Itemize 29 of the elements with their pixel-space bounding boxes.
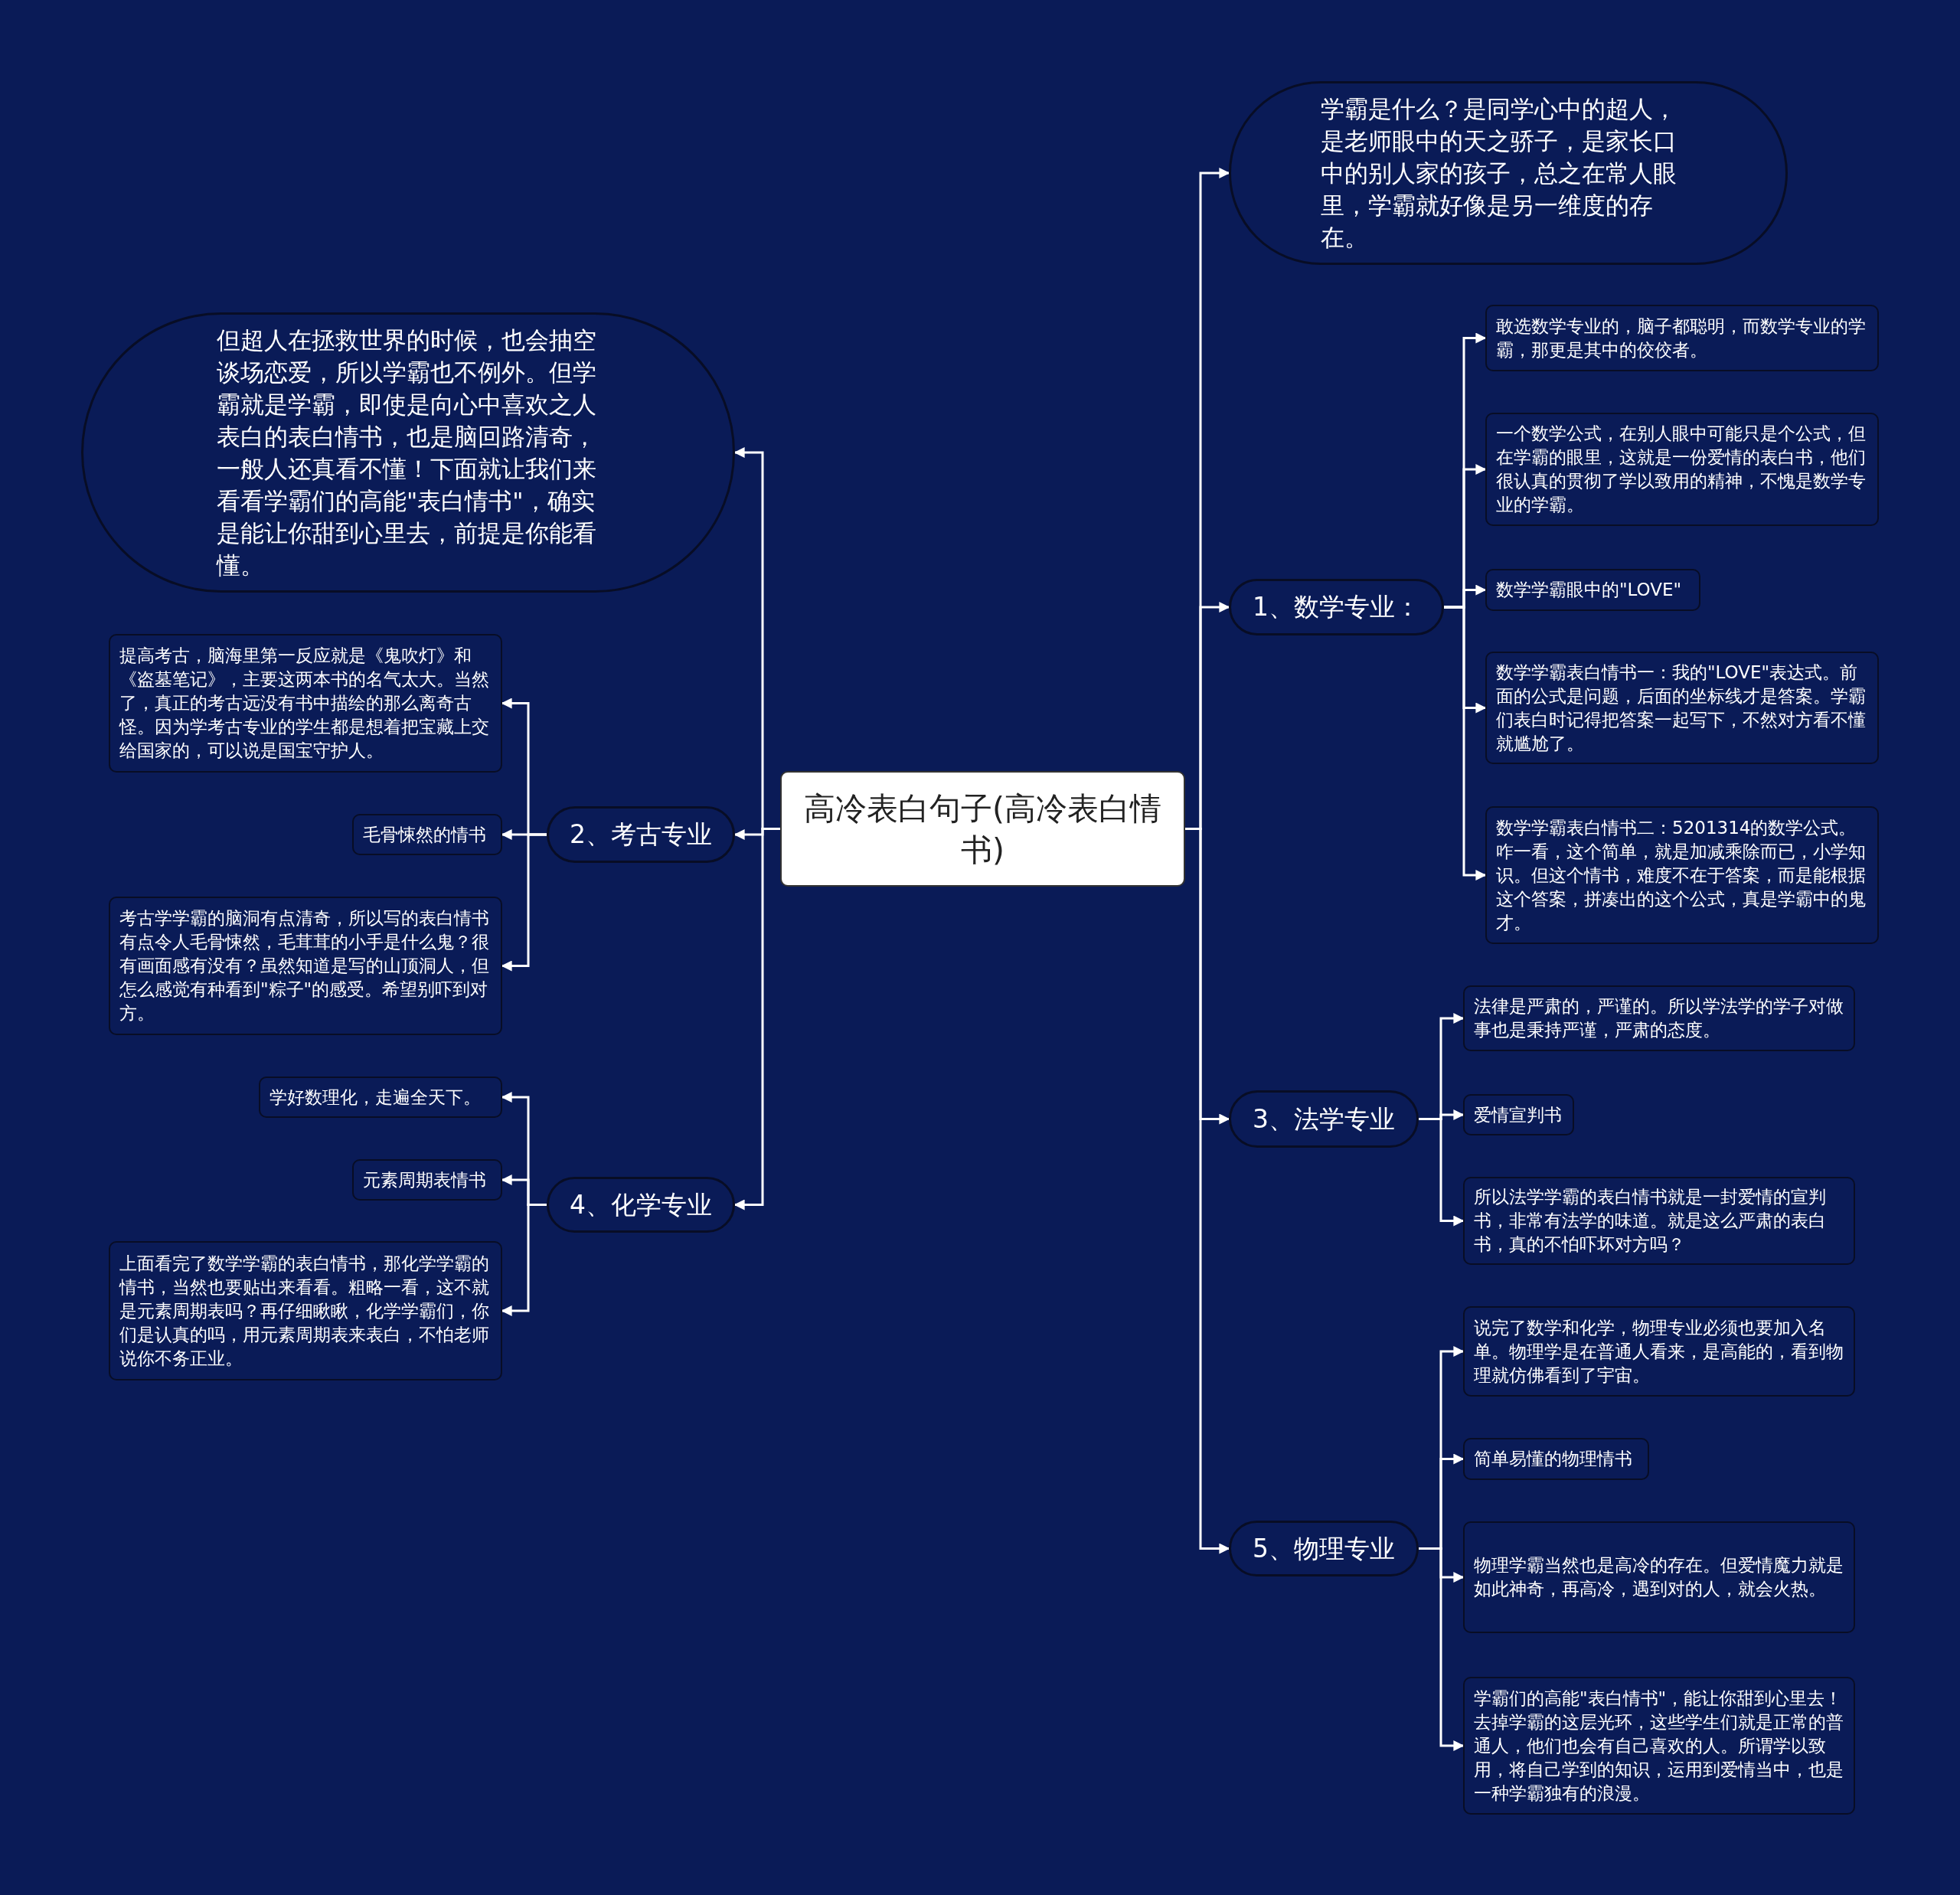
note-box: 考古学学霸的脑洞有点清奇，所以写的表白情书有点令人毛骨悚然，毛茸茸的小手是什么鬼？很有画面感有没有？虽然知道是写的山顶洞人，但怎么感觉有种看到"粽子"的感受。希望别吓到对方。 — [109, 897, 502, 1035]
connector-arrow — [501, 833, 547, 972]
note-box: 一个数学公式，在别人眼中可能只是个公式，但在学霸的眼里，这就是一份爱情的表白书，他们很认真的贯彻了学以致用的精神，不愧是数学专业的学霸。 — [1485, 413, 1879, 526]
note-box: 简单易懂的物理情书 — [1463, 1438, 1649, 1480]
branch-pill: 4、化学专业 — [547, 1177, 735, 1233]
note-box: 爱情宣判书 — [1463, 1094, 1574, 1135]
topic-pill: 学霸是什么？是同学心中的超人，是老师眼中的天之骄子，是家长口中的别人家的孩子，总之在常人眼里，学霸就好像是另一维度的存在。 — [1229, 81, 1788, 265]
note-box: 上面看完了数学学霸的表白情书，那化学学霸的情书，当然也要贴出来看看。粗略一看，这不就是元素周期表吗？再仔细瞅瞅，化学学霸们，你们是认真的吗，用元素周期表来表白，不怕老师说你不务正业。 — [109, 1241, 502, 1380]
note-box: 毛骨悚然的情书 — [352, 814, 502, 855]
topic-pill: 但超人在拯救世界的时候，也会抽空谈场恋爱，所以学霸也不例外。但学霸就是学霸，即使是向心中喜欢之人表白的表白情书，也是脑回路清奇，一般人还真看不懂！下面就让我们来看看学霸们的高能"表白情书"，确实是能让你甜到心里去，前提是你能看懂。 — [81, 312, 735, 593]
note-box: 数学学霸表白情书一：我的"LOVE"表达式。前面的公式是问题，后面的坐标线才是答案。学霸们表白时记得把答案一起写下，不然对方看不懂就尴尬了。 — [1485, 652, 1879, 764]
note-box: 物理学霸当然也是高冷的存在。但爱情魔力就是如此神奇，再高冷，遇到对的人，就会火热。 — [1463, 1521, 1855, 1633]
note-box: 元素周期表情书 — [352, 1159, 502, 1201]
note-box: 所以法学学霸的表白情书就是一封爱情的宣判书，非常有法学的味道。就是这么严肃的表白书，真的不怕吓坏对方吗？ — [1463, 1177, 1855, 1265]
note-box: 说完了数学和化学，物理专业必须也要加入名单。物理学是在普通人看来，是高能的，看到物理就仿佛看到了宇宙。 — [1463, 1306, 1855, 1397]
note-box: 提高考古，脑海里第一反应就是《鬼吹灯》和《盗墓笔记》，主要这两本书的名气太大。当然了，真正的考古远没有书中描绘的那么离奇古怪。因为学考古专业的学生都是想着把宝藏上交给国家的，可以说是国宝守护人。 — [109, 634, 502, 773]
branch-pill: 2、考古专业 — [547, 806, 735, 863]
note-box: 数学学霸眼中的"LOVE" — [1485, 569, 1700, 611]
note-box: 学霸们的高能"表白情书"，能让你甜到心里去！去掉学霸的这层光环，这些学生们就是正常的普通人，他们也会有自己喜欢的人。所谓学以致用，将自己学到的知识，运用到爱情当中，也是一种学霸独有的浪漫。 — [1463, 1677, 1855, 1815]
note-box: 学好数理化，走遍全天下。 — [259, 1077, 502, 1118]
root-topic-box: 高冷表白句子(高冷表白情书) — [780, 771, 1185, 887]
note-box: 敢选数学专业的，脑子都聪明，而数学专业的学霸，那更是其中的佼佼者。 — [1485, 305, 1879, 371]
connector-arrow — [501, 1204, 547, 1316]
connector-arrow — [1444, 606, 1487, 881]
branch-pill: 3、法学专业 — [1229, 1090, 1419, 1148]
branch-pill: 5、物理专业 — [1229, 1521, 1419, 1576]
note-box: 数学学霸表白情书二：5201314的数学公式。咋一看，这个简单，就是加减乘除而已，小学知识。但这个情书，难度不在于答案，而是能根据这个答案，拼凑出的这个公式，真是学霸中的鬼才。 — [1485, 806, 1879, 944]
note-box: 法律是严肃的，严谨的。所以学法学的学子对做事也是秉持严谨，严肃的态度。 — [1463, 985, 1855, 1051]
branch-pill: 1、数学专业： — [1229, 579, 1444, 635]
